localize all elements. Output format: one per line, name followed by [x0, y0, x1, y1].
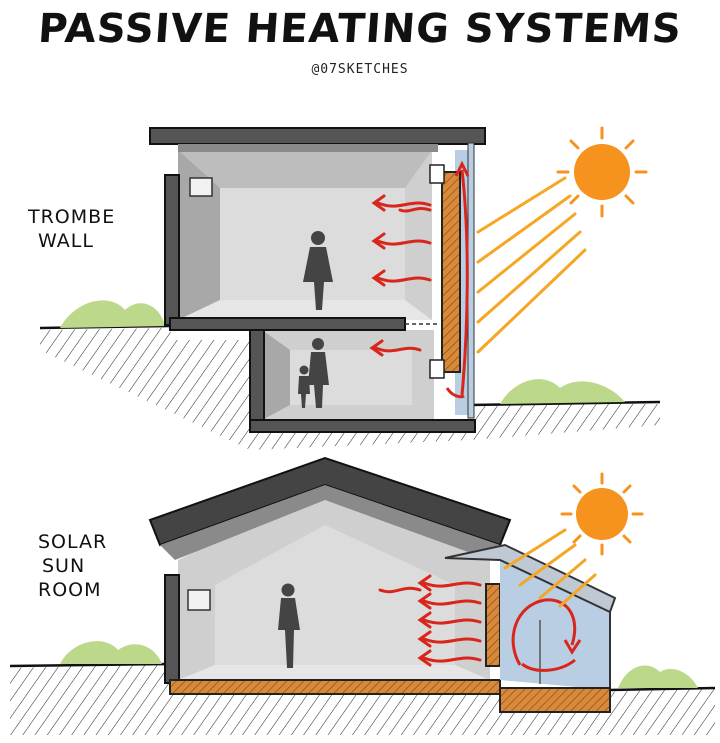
heat-arrows — [378, 574, 482, 667]
circulation-arrow — [511, 598, 582, 672]
sunroom-glazing — [500, 560, 610, 690]
vegetation — [500, 379, 625, 404]
heat-arrow — [460, 169, 469, 396]
ground-hatching — [10, 664, 715, 735]
thermal-mass-wall — [485, 583, 501, 667]
thermal-mass-wall — [441, 171, 461, 373]
label-line: ROOM — [38, 579, 102, 601]
thermal-mass-floor — [169, 679, 501, 695]
vegetation — [618, 665, 698, 688]
vegetation — [60, 300, 165, 328]
trombe-wall-section — [39, 126, 661, 450]
exterior-wall — [164, 574, 180, 684]
ground-hatching — [40, 328, 660, 450]
label-trombe-wall: TROMBE WALL — [28, 205, 115, 253]
author-credit: @07SKETCHES — [311, 62, 409, 77]
label-line: SOLAR — [38, 531, 108, 553]
label-line: TROMBE — [28, 206, 116, 228]
vegetation — [60, 641, 162, 664]
label-line: SUN — [42, 555, 86, 577]
sun-icon — [556, 126, 648, 218]
person-silhouette — [278, 583, 300, 668]
sun-room-section — [9, 456, 716, 735]
sunroom-floor-mass — [499, 687, 611, 713]
label-solar-sun-room: SOLAR SUN ROOM — [38, 530, 107, 602]
roof-slab — [149, 127, 486, 145]
floor-slab — [169, 317, 406, 331]
exterior-wall — [164, 174, 180, 326]
label-line: WALL — [38, 230, 94, 252]
heat-arrows — [369, 194, 432, 357]
sun-icon — [560, 472, 644, 556]
sun-rays — [476, 176, 587, 354]
person-silhouette — [298, 231, 333, 408]
sun-rays — [503, 528, 597, 608]
